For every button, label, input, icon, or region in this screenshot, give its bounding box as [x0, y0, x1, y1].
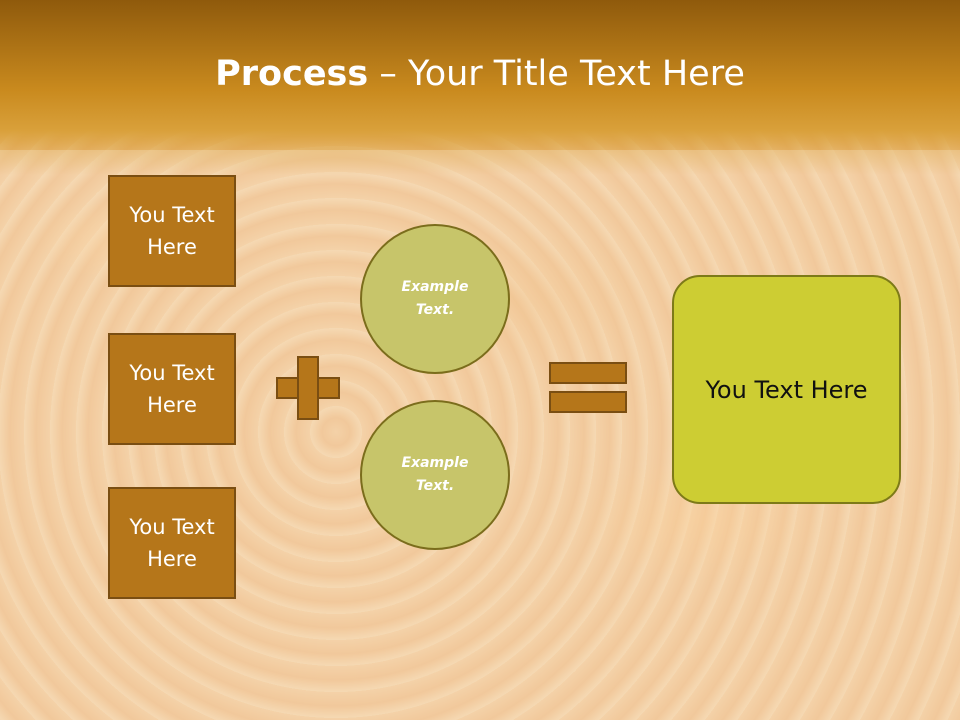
example-circle-2: Example Text. [360, 400, 510, 550]
slide-title: Process – Your Title Text Here [0, 52, 960, 96]
text-box-3: You Text Here [108, 487, 236, 599]
text-box-1: You Text Here [108, 175, 236, 287]
example-circle-1: Example Text. [360, 224, 510, 374]
equals-bar-top [549, 362, 627, 384]
result-box: You Text Here [672, 275, 901, 504]
plus-sign-icon [276, 356, 340, 420]
equals-bar-bottom [549, 391, 627, 413]
title-rest: – Your Title Text Here [368, 54, 745, 94]
title-bold: Process [215, 54, 369, 94]
text-box-2: You Text Here [108, 333, 236, 445]
